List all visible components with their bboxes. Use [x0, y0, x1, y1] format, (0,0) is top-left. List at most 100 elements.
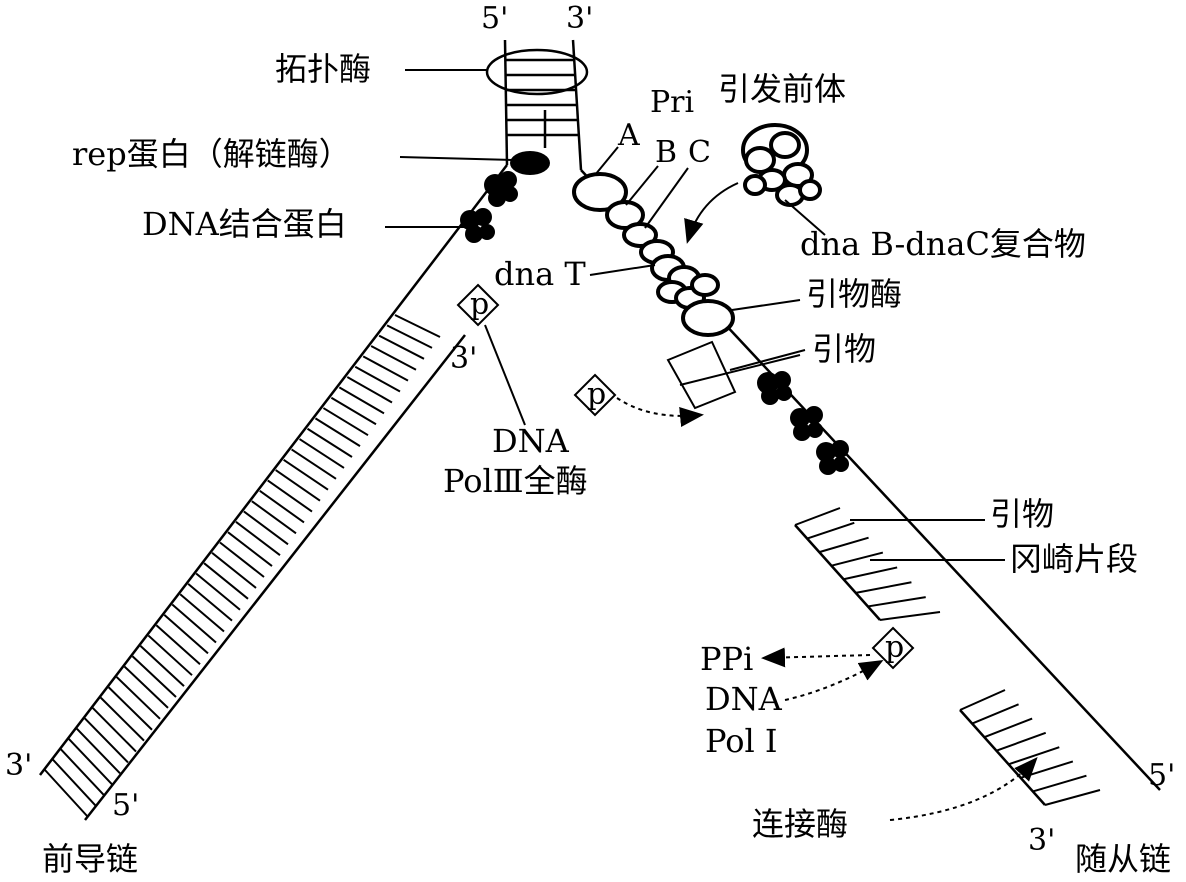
topoisomerase-label: 拓扑酶 — [275, 50, 371, 88]
hatch-rung — [99, 696, 145, 742]
dnab-dnac-label: dna B-dnaC复合物 — [800, 225, 1086, 263]
p-to-primer-arrow — [616, 397, 704, 427]
hatch-rung — [195, 572, 241, 611]
hatch-rung — [171, 603, 217, 644]
primer-wedge — [666, 340, 801, 410]
dna-pol3-label: DNA — [492, 422, 570, 460]
hatch-rung — [996, 731, 1047, 752]
hatch-rung — [314, 417, 361, 447]
okazaki-label: 冈崎片段 — [1010, 540, 1138, 578]
hatch-rung — [131, 655, 177, 698]
p-text-primer: p — [587, 377, 606, 412]
rep-protein-label: rep蛋白（解链酶） — [72, 135, 351, 173]
pri-c-label: C — [688, 135, 711, 170]
ligase-label: 连接酶 — [752, 805, 848, 843]
hatch-rung — [291, 448, 337, 480]
p-diamond-pol3 — [456, 283, 500, 327]
hatch-rung — [394, 314, 441, 338]
hatch-rung — [243, 510, 289, 546]
lower-fragment-hatch — [959, 689, 1101, 806]
hatch-rung — [179, 593, 225, 633]
right-5prime-label: 5' — [1148, 758, 1175, 793]
dnat-pointer — [589, 264, 656, 276]
hatch-rung — [219, 541, 265, 578]
hatch-rung — [227, 531, 273, 567]
hatch-rung — [378, 334, 425, 360]
rep-pointer-line — [399, 156, 513, 161]
pol3-pointer — [484, 324, 526, 426]
hatch-rung — [362, 355, 409, 382]
hatch-rung — [794, 507, 841, 526]
left-5prime-label: 5' — [112, 788, 139, 823]
pol3-label: PolⅢ全酶 — [443, 462, 588, 500]
hatch-rung — [346, 376, 393, 404]
hatch-rung — [203, 562, 249, 600]
primase-pointer — [731, 299, 801, 311]
hatch-rung — [147, 634, 193, 676]
hatch-rung — [84, 717, 129, 764]
hatch-rung — [115, 676, 161, 720]
hatch-rung — [1008, 746, 1060, 766]
pri-c-pointer — [644, 167, 689, 229]
p-diamond-primer — [573, 373, 617, 417]
hatch-rung — [855, 581, 912, 594]
p-text-pol3: p — [470, 287, 489, 322]
pol1-to-p-arrow — [784, 660, 884, 701]
hatch-rung — [1044, 789, 1101, 806]
ppi-label: PPi — [700, 640, 753, 678]
top-5prime-label: 5' — [481, 1, 508, 36]
dnat-label: dna T — [494, 255, 586, 293]
pri-a-label: A — [617, 118, 640, 153]
hatch-rung — [1032, 774, 1087, 793]
preprimosome-arrow — [684, 182, 739, 244]
hatch-rung — [386, 324, 433, 349]
hatch-rung — [843, 566, 898, 581]
hatch-rung — [879, 611, 941, 621]
pri-label: Pri — [650, 85, 694, 120]
hatch-rung — [52, 758, 97, 807]
pri-b-label: B — [655, 135, 677, 170]
hatch-rung — [959, 689, 1006, 711]
leading-strand-hatch — [44, 314, 441, 818]
hatch-rung — [60, 748, 105, 796]
hatch-rung — [322, 407, 369, 437]
hatch-rung — [867, 596, 926, 608]
okazaki-fragment-hatch — [794, 507, 941, 621]
hatch-rung — [92, 707, 137, 753]
hatch-rung — [267, 479, 313, 513]
hatch-rung — [187, 583, 233, 622]
pri-b-pointer — [625, 165, 659, 206]
p-diamond-pol1 — [871, 626, 915, 670]
ssb-right — [757, 371, 849, 475]
left-3prime-label: 3' — [5, 748, 32, 783]
p-text-pol1: p — [885, 630, 904, 665]
pri-a-pointer — [594, 146, 619, 176]
lower-fragment-line — [959, 709, 1046, 806]
topoisomerase-shape — [485, 48, 589, 96]
hatch-rung — [370, 345, 417, 371]
hatch-rung — [76, 727, 121, 775]
hatch-rung — [283, 458, 329, 491]
p-to-ppi-arrow — [761, 647, 871, 668]
pol1-label: Pol Ⅰ — [705, 722, 778, 760]
lagging-strand-label: 随从链 — [1075, 840, 1171, 877]
primer-label-lower: 引物 — [990, 495, 1054, 533]
right-3prime-label: 3' — [1028, 823, 1055, 858]
ssb-label: DNA结合蛋白 — [142, 205, 347, 243]
leading-strand-label: 前导链 — [42, 840, 138, 877]
primer-top-pointer — [729, 349, 806, 371]
hatch-rung — [68, 738, 113, 785]
hatch-rung — [259, 489, 305, 524]
ssb-left — [460, 171, 518, 243]
primase-label: 引物酶 — [806, 275, 902, 313]
parental-duplex — [503, 39, 583, 171]
hatch-rung — [971, 703, 1019, 725]
primer-label-top: 引物 — [812, 330, 876, 368]
hatch-rung — [251, 500, 297, 535]
hatch-rung — [299, 438, 345, 469]
dna-pol1-label: DNA — [705, 680, 783, 718]
pol3-3prime-label: 3' — [450, 341, 477, 376]
hatch-rung — [819, 536, 869, 554]
